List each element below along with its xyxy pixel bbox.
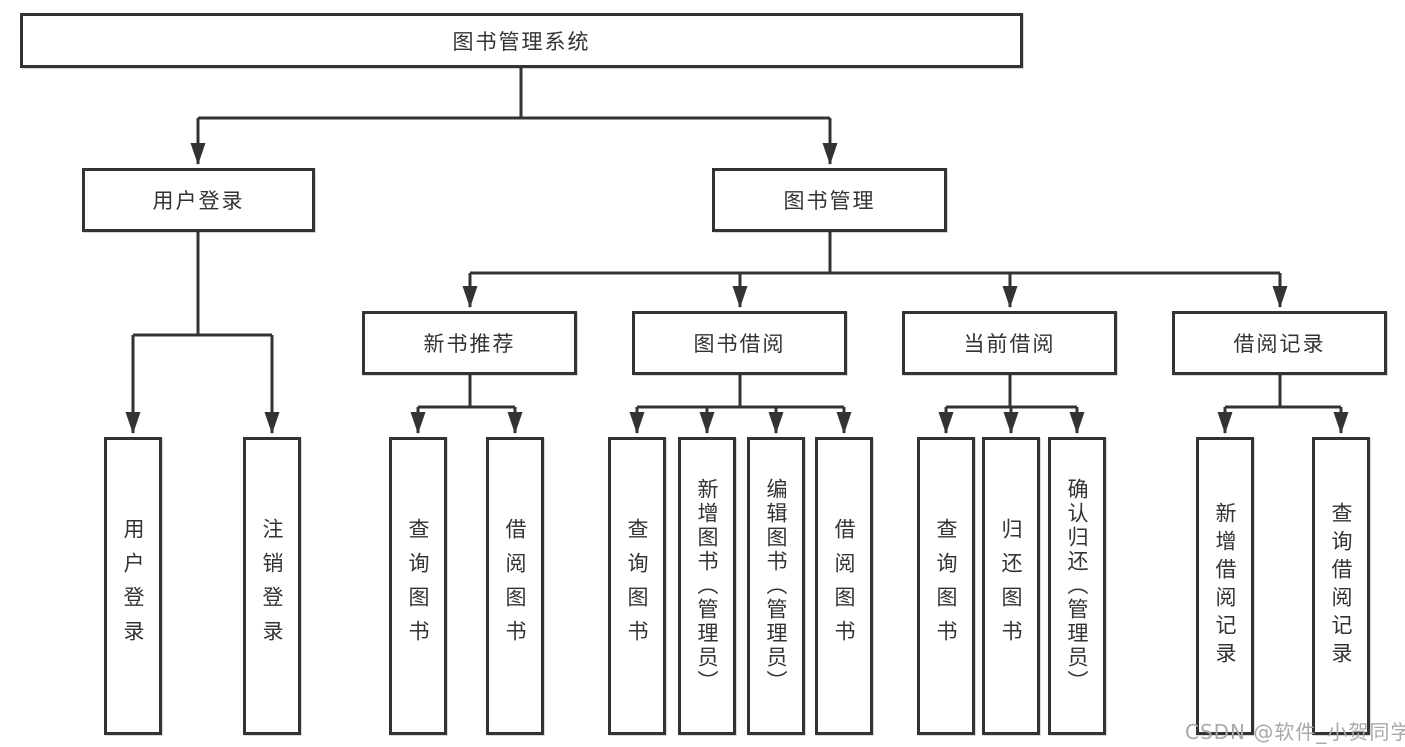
- node-book-management: 图书管理: [712, 168, 947, 232]
- leaf-cb-query-books: 查询图书: [917, 437, 975, 735]
- leaf-user-login: 用户登录: [104, 437, 162, 735]
- leaf-bb-query-books: 查询图书: [608, 437, 666, 735]
- node-book-borrow: 图书借阅: [632, 311, 847, 375]
- leaf-br-query-record: 查询借阅记录: [1312, 437, 1370, 735]
- leaf-bb-add-books-admin: 新增图书（管理员）: [678, 437, 736, 735]
- leaf-bb-edit-books-admin: 编辑图书（管理员）: [747, 437, 805, 735]
- node-new-book-recommend: 新书推荐: [362, 311, 577, 375]
- leaf-br-add-record: 新增借阅记录: [1196, 437, 1254, 735]
- leaf-nb-query-books: 查询图书: [389, 437, 447, 735]
- leaf-cb-confirm-return-admin: 确认归还（管理员）: [1048, 437, 1106, 735]
- leaf-logout: 注销登录: [243, 437, 301, 735]
- node-user-login: 用户登录: [82, 168, 315, 232]
- leaf-nb-borrow-books: 借阅图书: [486, 437, 544, 735]
- csdn-watermark: CSDN @软件_小贺同学: [1185, 720, 1405, 744]
- node-borrow-records: 借阅记录: [1172, 311, 1387, 375]
- node-system-root: 图书管理系统: [20, 13, 1023, 68]
- node-current-borrow: 当前借阅: [902, 311, 1117, 375]
- leaf-bb-borrow-books: 借阅图书: [815, 437, 873, 735]
- leaf-cb-return-books: 归还图书: [982, 437, 1040, 735]
